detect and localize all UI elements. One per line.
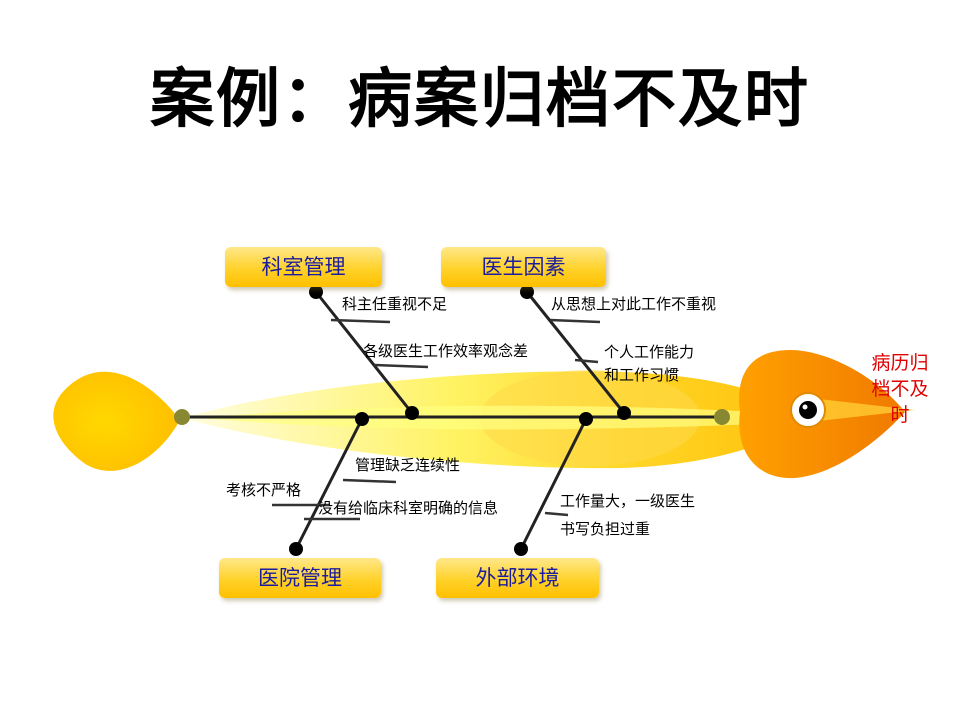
category-doctor-factors: 医生因素 [441, 247, 606, 287]
fish-mouth [810, 398, 915, 422]
cause-label: 个人工作能力 [604, 343, 695, 361]
cause-label: 和工作习惯 [604, 366, 680, 384]
branch-hospital [294, 418, 364, 550]
fish-eye-pupil [799, 401, 817, 419]
category-dept-management: 科室管理 [225, 247, 382, 287]
node-hospital-bottom [289, 542, 303, 556]
node-hospital-spine [355, 412, 369, 426]
cause-label: 工作量大，一级医生 [560, 492, 696, 510]
fish-tail [53, 371, 180, 471]
node-doctor-top [520, 285, 534, 299]
cause-label: 管理缺乏连续性 [355, 456, 461, 474]
spine-end-left [174, 409, 190, 425]
effect-label: 病历归 档不及 时 [858, 350, 942, 428]
effect-line: 档不及 [871, 378, 929, 400]
tick-dept-1 [330, 318, 391, 324]
tick-external-1 [544, 511, 569, 517]
tick-dept-2 [373, 363, 429, 369]
node-external-bottom [514, 542, 528, 556]
spine-end-right [714, 409, 730, 425]
cause-label: 书写负担过重 [560, 520, 651, 538]
fish-eye-shine [802, 404, 808, 410]
page-title: 案例：病案归档不及时 [150, 63, 810, 137]
cause-label: 考核不严格 [226, 481, 302, 499]
category-external-environment: 外部环境 [436, 558, 599, 598]
cause-label: 从思想上对此工作不重视 [551, 295, 717, 313]
tick-doctor-2 [574, 358, 599, 364]
effect-line: 病历归 [871, 352, 929, 374]
node-external-spine [579, 412, 593, 426]
branch-doctor [525, 291, 626, 414]
branch-external [519, 418, 588, 550]
tick-hospital-1 [342, 478, 397, 484]
cause-label: 各级医生工作效率观念差 [363, 342, 529, 360]
tick-doctor-1 [549, 318, 601, 324]
branch-dept [314, 291, 414, 414]
node-dept-spine [405, 406, 419, 420]
effect-line: 时 [890, 404, 910, 426]
category-hospital-management: 医院管理 [219, 558, 381, 598]
node-dept-top [309, 285, 323, 299]
node-doctor-spine [617, 406, 631, 420]
cause-label: 没有给临床科室明确的信息 [318, 499, 499, 517]
cause-label: 科主任重视不足 [342, 295, 448, 313]
